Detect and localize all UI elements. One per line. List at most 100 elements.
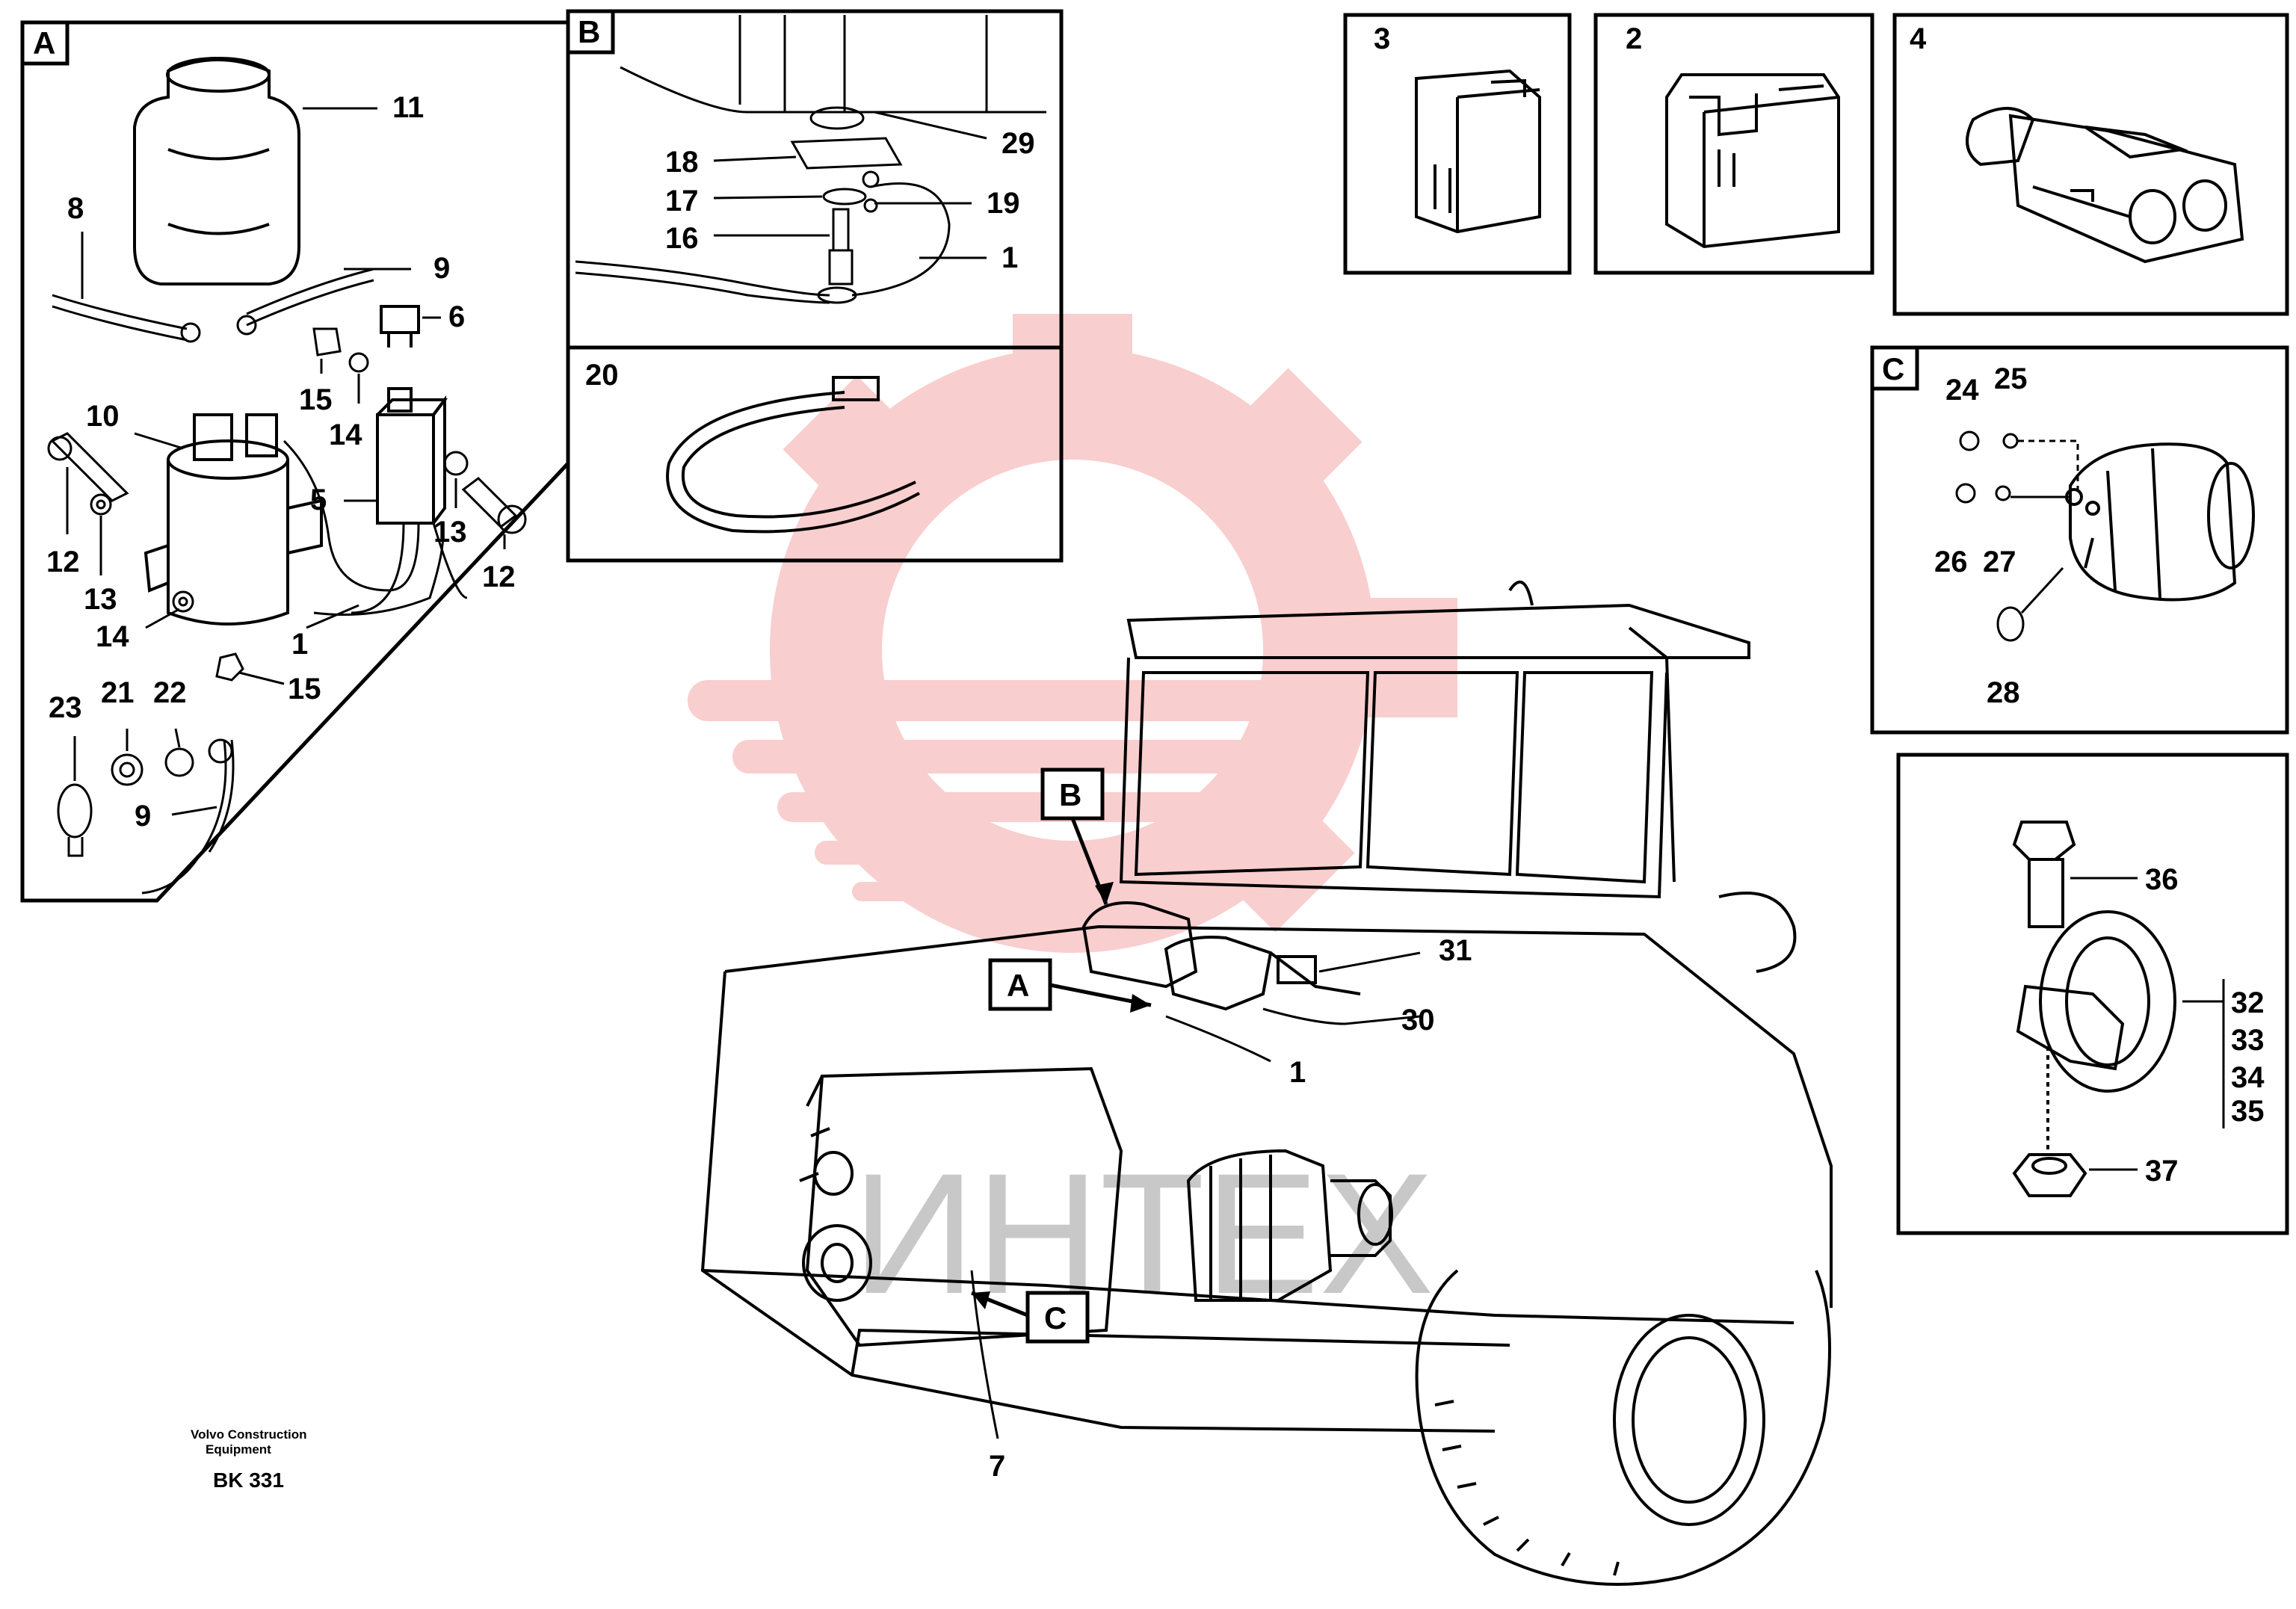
ring-terminal: [208, 738, 233, 764]
label-28: 28: [1987, 676, 2020, 709]
callout-a-letter: A: [1007, 968, 1029, 1003]
label-1-panel-b: 1: [1002, 241, 1018, 274]
label-35: 35: [2231, 1095, 2265, 1128]
fuse-6: [380, 305, 420, 348]
washer-13: [90, 493, 112, 516]
label-37: 37: [2145, 1155, 2179, 1188]
label-22: 22: [153, 676, 187, 709]
label-31: 31: [1439, 934, 1472, 967]
label-10: 10: [86, 400, 120, 433]
engine-pulley: [802, 1224, 872, 1302]
panel-b: B 29 18 17 19: [566, 9, 1064, 350]
label-1-panel-a: 1: [291, 628, 308, 661]
label-18: 18: [665, 146, 699, 179]
label-4: 4: [1910, 22, 1927, 55]
cab-roof: [1126, 603, 1750, 659]
leaders-panel-b: [713, 111, 987, 259]
labels-panel-c: 24 25 26 27 28: [1934, 362, 2028, 709]
label-27: 27: [1983, 546, 2016, 578]
panel-connector-4: 4: [1892, 13, 2289, 316]
cable-tie-20: [666, 376, 920, 534]
panel-connector-3: 3: [1343, 13, 1572, 275]
wm-speed-line: [688, 680, 1360, 721]
label-33: 33: [2231, 1024, 2265, 1057]
label-14-top: 14: [329, 419, 362, 451]
wm-speed-line: [815, 841, 1278, 865]
label-16: 16: [665, 222, 699, 255]
washer-22: [164, 747, 194, 777]
main-machine: [700, 580, 1833, 1586]
nut-15-top: [312, 327, 342, 356]
panel-b-letter: B: [578, 14, 600, 49]
callout-c-letter: C: [1044, 1300, 1067, 1335]
relay-cover-11: [133, 57, 300, 285]
panel-a-letter: A: [33, 25, 55, 61]
panel-connector-2: 2: [1593, 13, 1874, 275]
panel-c: C 24 25 26 27 28: [1870, 345, 2289, 735]
panel-a: A: [20, 20, 570, 903]
label-12-right: 12: [482, 560, 516, 593]
panel-bolt: 36 32 33 34 35 37: [1896, 753, 2289, 1235]
panel-strap: 20: [566, 345, 1064, 563]
leaders-main: [970, 951, 1421, 1439]
panel-c-letter: C: [1882, 351, 1904, 386]
nut-15: [215, 652, 244, 682]
wm-speed-line: [732, 740, 1345, 773]
callout-b: B: [1040, 768, 1114, 905]
rear-wheel: [1718, 892, 1797, 973]
drawing-code: BK 331: [213, 1469, 284, 1492]
panel-c-badge: [1870, 345, 1919, 391]
callout-a: A: [988, 958, 1152, 1013]
side-window-2: [1515, 671, 1654, 884]
nut-21: [111, 753, 144, 786]
washer-14: [172, 590, 194, 613]
label-2: 2: [1626, 22, 1642, 55]
washer-13-right: [443, 451, 469, 476]
label-6: 6: [448, 300, 465, 333]
windshield: [1134, 671, 1370, 877]
bolt-12-right: [461, 477, 518, 528]
callout-b-letter: B: [1059, 777, 1081, 812]
label-8: 8: [67, 192, 84, 225]
label-7: 7: [989, 1450, 1005, 1483]
watermark-logo: [688, 314, 1457, 953]
company-line-1: Volvo Construction: [191, 1427, 307, 1442]
alternator-c: [2065, 442, 2255, 602]
label-20: 20: [585, 359, 619, 392]
footer: Volvo Construction Equipment BK 331: [191, 1427, 307, 1492]
side-window-1: [1365, 671, 1519, 877]
label-3: 3: [1374, 22, 1390, 55]
label-32: 32: [2231, 986, 2265, 1019]
labels-panel-a: 11 8 9 6 10 15 14 5 13 12 12 13 14 15 1 …: [46, 91, 516, 833]
label-5: 5: [310, 484, 327, 516]
label-19: 19: [987, 187, 1020, 220]
front-tire: [1415, 1269, 1831, 1586]
labels-bolt: 36 32 33 34 35 37: [2145, 863, 2265, 1188]
label-14-left: 14: [96, 620, 129, 653]
battery-box: [1081, 901, 1198, 989]
relay-module-5: [376, 387, 448, 525]
bolt-assembly: [2012, 821, 2176, 1197]
panel-a-badge: [20, 20, 70, 66]
leaders-bolt: [2070, 877, 2225, 1171]
label-25: 25: [1994, 362, 2028, 395]
labels-main: 31 30 1 7: [989, 934, 1472, 1483]
label-12-left: 12: [46, 546, 80, 578]
wm-speed-line: [852, 882, 1241, 901]
label-36: 36: [2145, 863, 2179, 896]
label-24: 24: [1945, 374, 1979, 407]
label-13-left: 13: [84, 583, 117, 616]
tank-mount: [575, 15, 1046, 304]
label-30: 30: [1401, 1004, 1435, 1037]
label-13-right: 13: [433, 516, 467, 549]
label-34: 34: [2231, 1061, 2265, 1094]
washer-14-top: [348, 352, 369, 373]
labels-panel-b: 29 18 17 19 16 1: [665, 127, 1035, 274]
leaders-panel-a: [66, 107, 506, 816]
transmission: [1186, 1149, 1333, 1302]
hood-outline: [724, 924, 1833, 1308]
label-15-left: 15: [288, 673, 321, 705]
cab-frame: [1119, 657, 1668, 899]
